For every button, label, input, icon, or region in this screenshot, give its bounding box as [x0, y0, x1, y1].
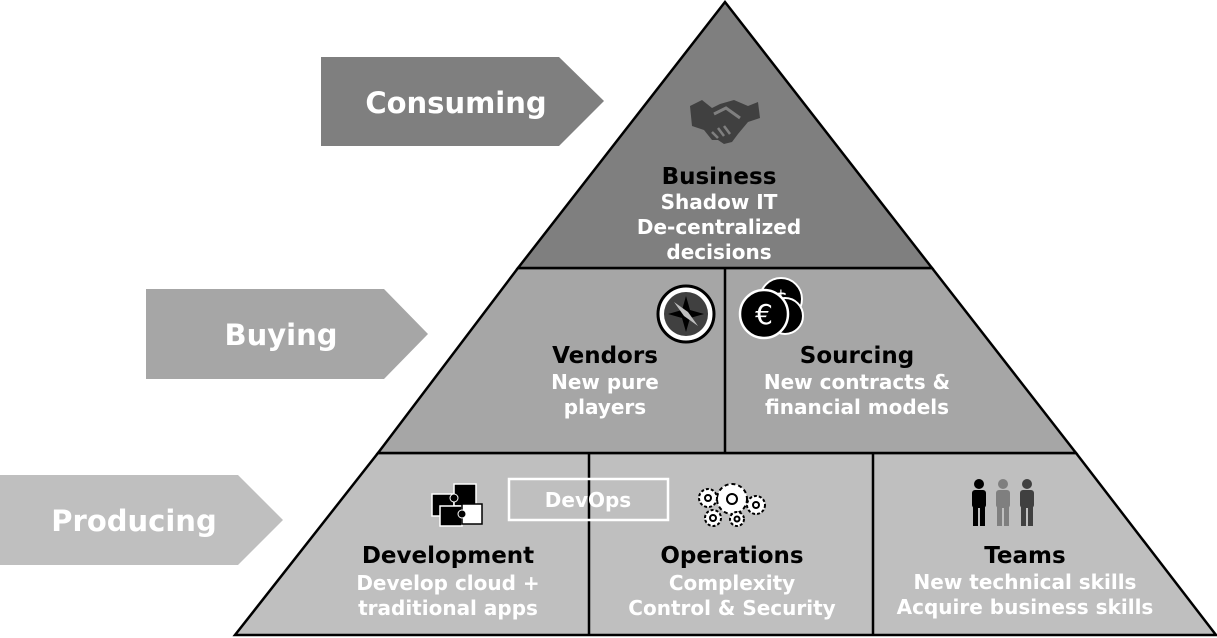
level-label-buying: Buying	[225, 318, 338, 352]
teams-line-2: Acquire business skills	[897, 595, 1154, 619]
teams-title: Teams	[984, 543, 1065, 569]
handshake-icon	[690, 100, 760, 144]
sourcing-line-2: financial models	[765, 395, 949, 419]
vendors-title: Vendors	[552, 343, 658, 369]
svg-text:€: €	[755, 298, 773, 331]
arrow-shape	[321, 57, 604, 146]
development-line-2: traditional apps	[358, 596, 538, 620]
operations-line-1: Complexity	[669, 571, 795, 595]
vendors-line-1: New pure	[551, 370, 659, 394]
business-line-3: decisions	[666, 240, 771, 264]
level-label-producing: Producing	[51, 504, 216, 538]
level-arrow-producing: Producing	[0, 475, 283, 565]
arrow-shape	[146, 289, 428, 379]
gears-icon	[698, 483, 766, 527]
vendors-line-2: players	[564, 395, 646, 419]
compass-icon	[656, 284, 716, 344]
level-arrow-consuming: Consuming	[321, 57, 604, 146]
business-title: Business	[662, 164, 777, 190]
devops-box: DevOps	[507, 477, 670, 522]
arrow-shape	[0, 475, 283, 565]
business-line-2: De-centralized	[637, 215, 801, 239]
devops-label: DevOps	[545, 488, 631, 512]
operations-line-2: Control & Security	[628, 596, 835, 620]
operations-title: Operations	[660, 543, 803, 569]
level-arrow-buying: Buying	[146, 289, 428, 379]
sourcing-title: Sourcing	[800, 343, 914, 369]
business-line-1: Shadow IT	[661, 190, 778, 214]
puzzle-icon	[431, 483, 483, 527]
development-title: Development	[362, 543, 534, 569]
level-label-consuming: Consuming	[365, 86, 546, 120]
sourcing-line-1: New contracts &	[764, 370, 950, 394]
teams-line-1: New technical skills	[914, 570, 1137, 594]
currency-coins-icon: $ €	[738, 277, 804, 340]
tier-middle	[375, 266, 1079, 455]
development-line-1: Develop cloud +	[356, 571, 539, 595]
people-icon	[972, 479, 1034, 526]
